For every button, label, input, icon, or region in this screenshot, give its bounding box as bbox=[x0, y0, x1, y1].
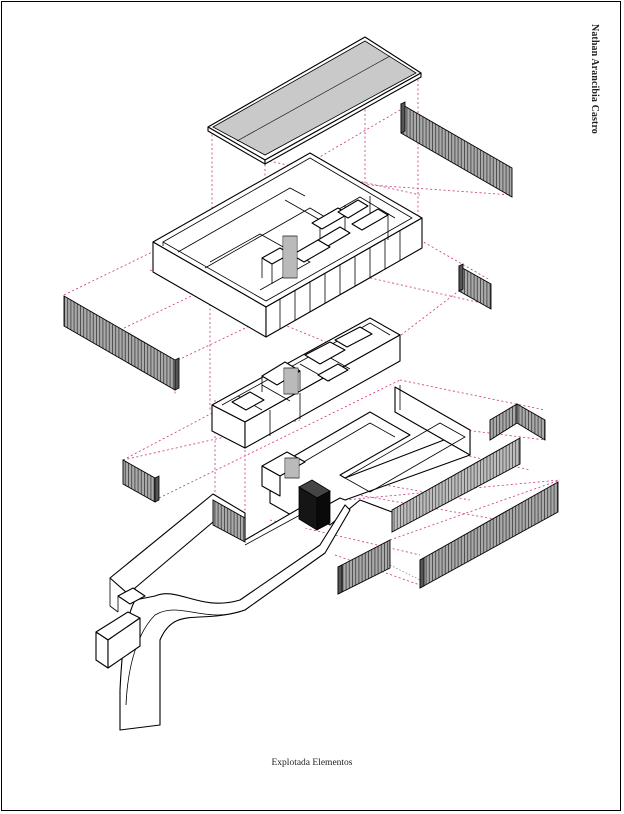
feature-block bbox=[298, 479, 331, 531]
drawing-caption: Explotada Elementos bbox=[271, 758, 353, 768]
upper-stair bbox=[282, 235, 298, 279]
middle-facade-panel-right bbox=[458, 263, 492, 310]
roof-slab bbox=[207, 36, 422, 165]
middle-facade-panel-left bbox=[122, 459, 160, 503]
ground-stair bbox=[261, 451, 306, 497]
middle-floor-core bbox=[211, 317, 401, 449]
middle-facade-panel-corner bbox=[489, 403, 546, 441]
middle-stair bbox=[283, 367, 299, 395]
upper-facade-panel-right bbox=[400, 101, 513, 198]
upper-floor-shell bbox=[152, 152, 423, 338]
author-name: Nathan Arancibia Castro bbox=[589, 24, 600, 134]
upper-facade-panel-left bbox=[63, 295, 180, 391]
access-ramp bbox=[95, 493, 393, 731]
ground-facade-panels bbox=[337, 437, 559, 595]
